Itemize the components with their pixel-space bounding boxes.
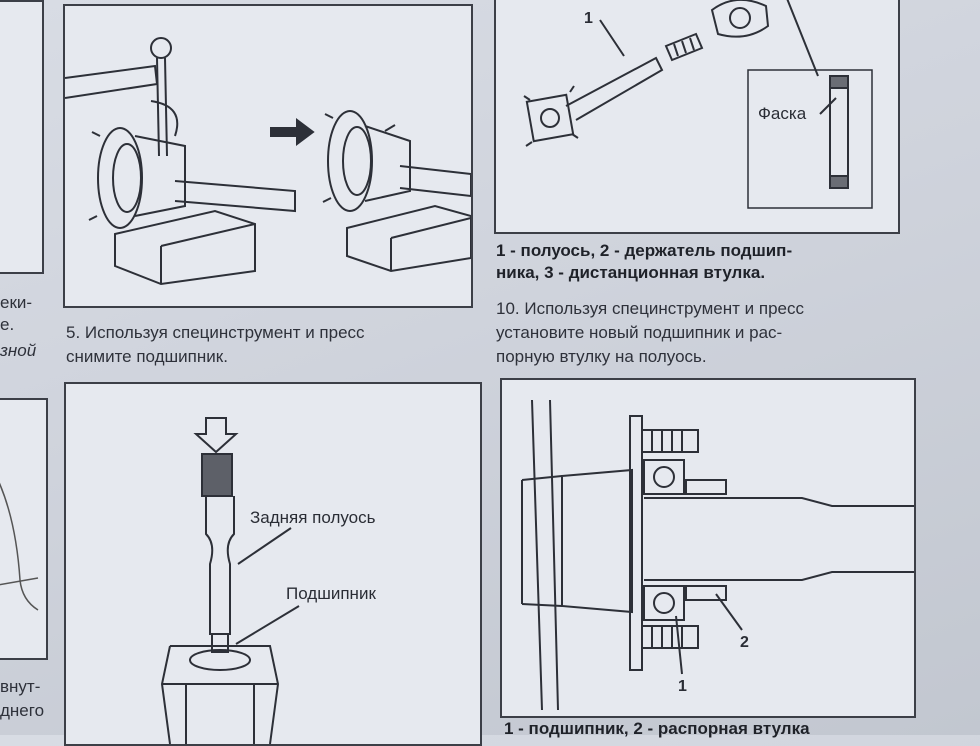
bearing-removal-drawing	[65, 37, 471, 286]
caption-step-5-line1: 5. Используя специнструмент и пресс	[66, 323, 365, 342]
label-chamfer: Фаска	[758, 104, 807, 123]
legend-parts-line1: 1 - полуось, 2 - держатель подшип-	[496, 241, 793, 260]
figure-axle-parts: 1 Фаска	[494, 0, 900, 234]
figure-hub-section: 1 2	[500, 378, 916, 718]
caption-step-5-line2: снимите подшипник.	[66, 347, 228, 366]
figure-press-axle: Задняя полуось Подшипник	[64, 382, 482, 746]
axle-parts-drawing	[523, 0, 873, 209]
label-bearing: Подшипник	[286, 584, 376, 603]
hub-section-drawing	[521, 399, 914, 711]
left-fragment-box-bottom	[0, 398, 48, 660]
callout-1-bearing: 1	[678, 678, 687, 695]
left-fragment-text-5: днего	[0, 701, 45, 720]
step-10-line1: 10. Используя специнструмент и пресс	[496, 299, 804, 318]
callout-2-spacer: 2	[740, 634, 749, 651]
figure-bearing-removal	[63, 4, 473, 308]
step-10-line3: порную втулку на полуось.	[496, 347, 707, 366]
left-fragment-drawing	[0, 482, 39, 611]
left-fragment-text-4: внут-	[0, 677, 41, 696]
left-fragment-text-3: зной	[0, 341, 37, 360]
left-fragment-text-2: е.	[0, 315, 15, 334]
legend-parts-line2: ника, 3 - дистанционная втулка.	[496, 263, 766, 282]
step-10-line2: установите новый подшипник и рас-	[496, 323, 783, 342]
left-fragment-text-1: еки-	[0, 293, 33, 312]
label-rear-axle: Задняя полуось	[250, 508, 376, 527]
left-fragment-box-top	[0, 0, 44, 274]
callout-1-axle: 1	[584, 10, 593, 27]
press-axle-drawing	[160, 417, 300, 744]
legend-hub-section: 1 - подшипник, 2 - распорная втулка	[504, 719, 810, 738]
